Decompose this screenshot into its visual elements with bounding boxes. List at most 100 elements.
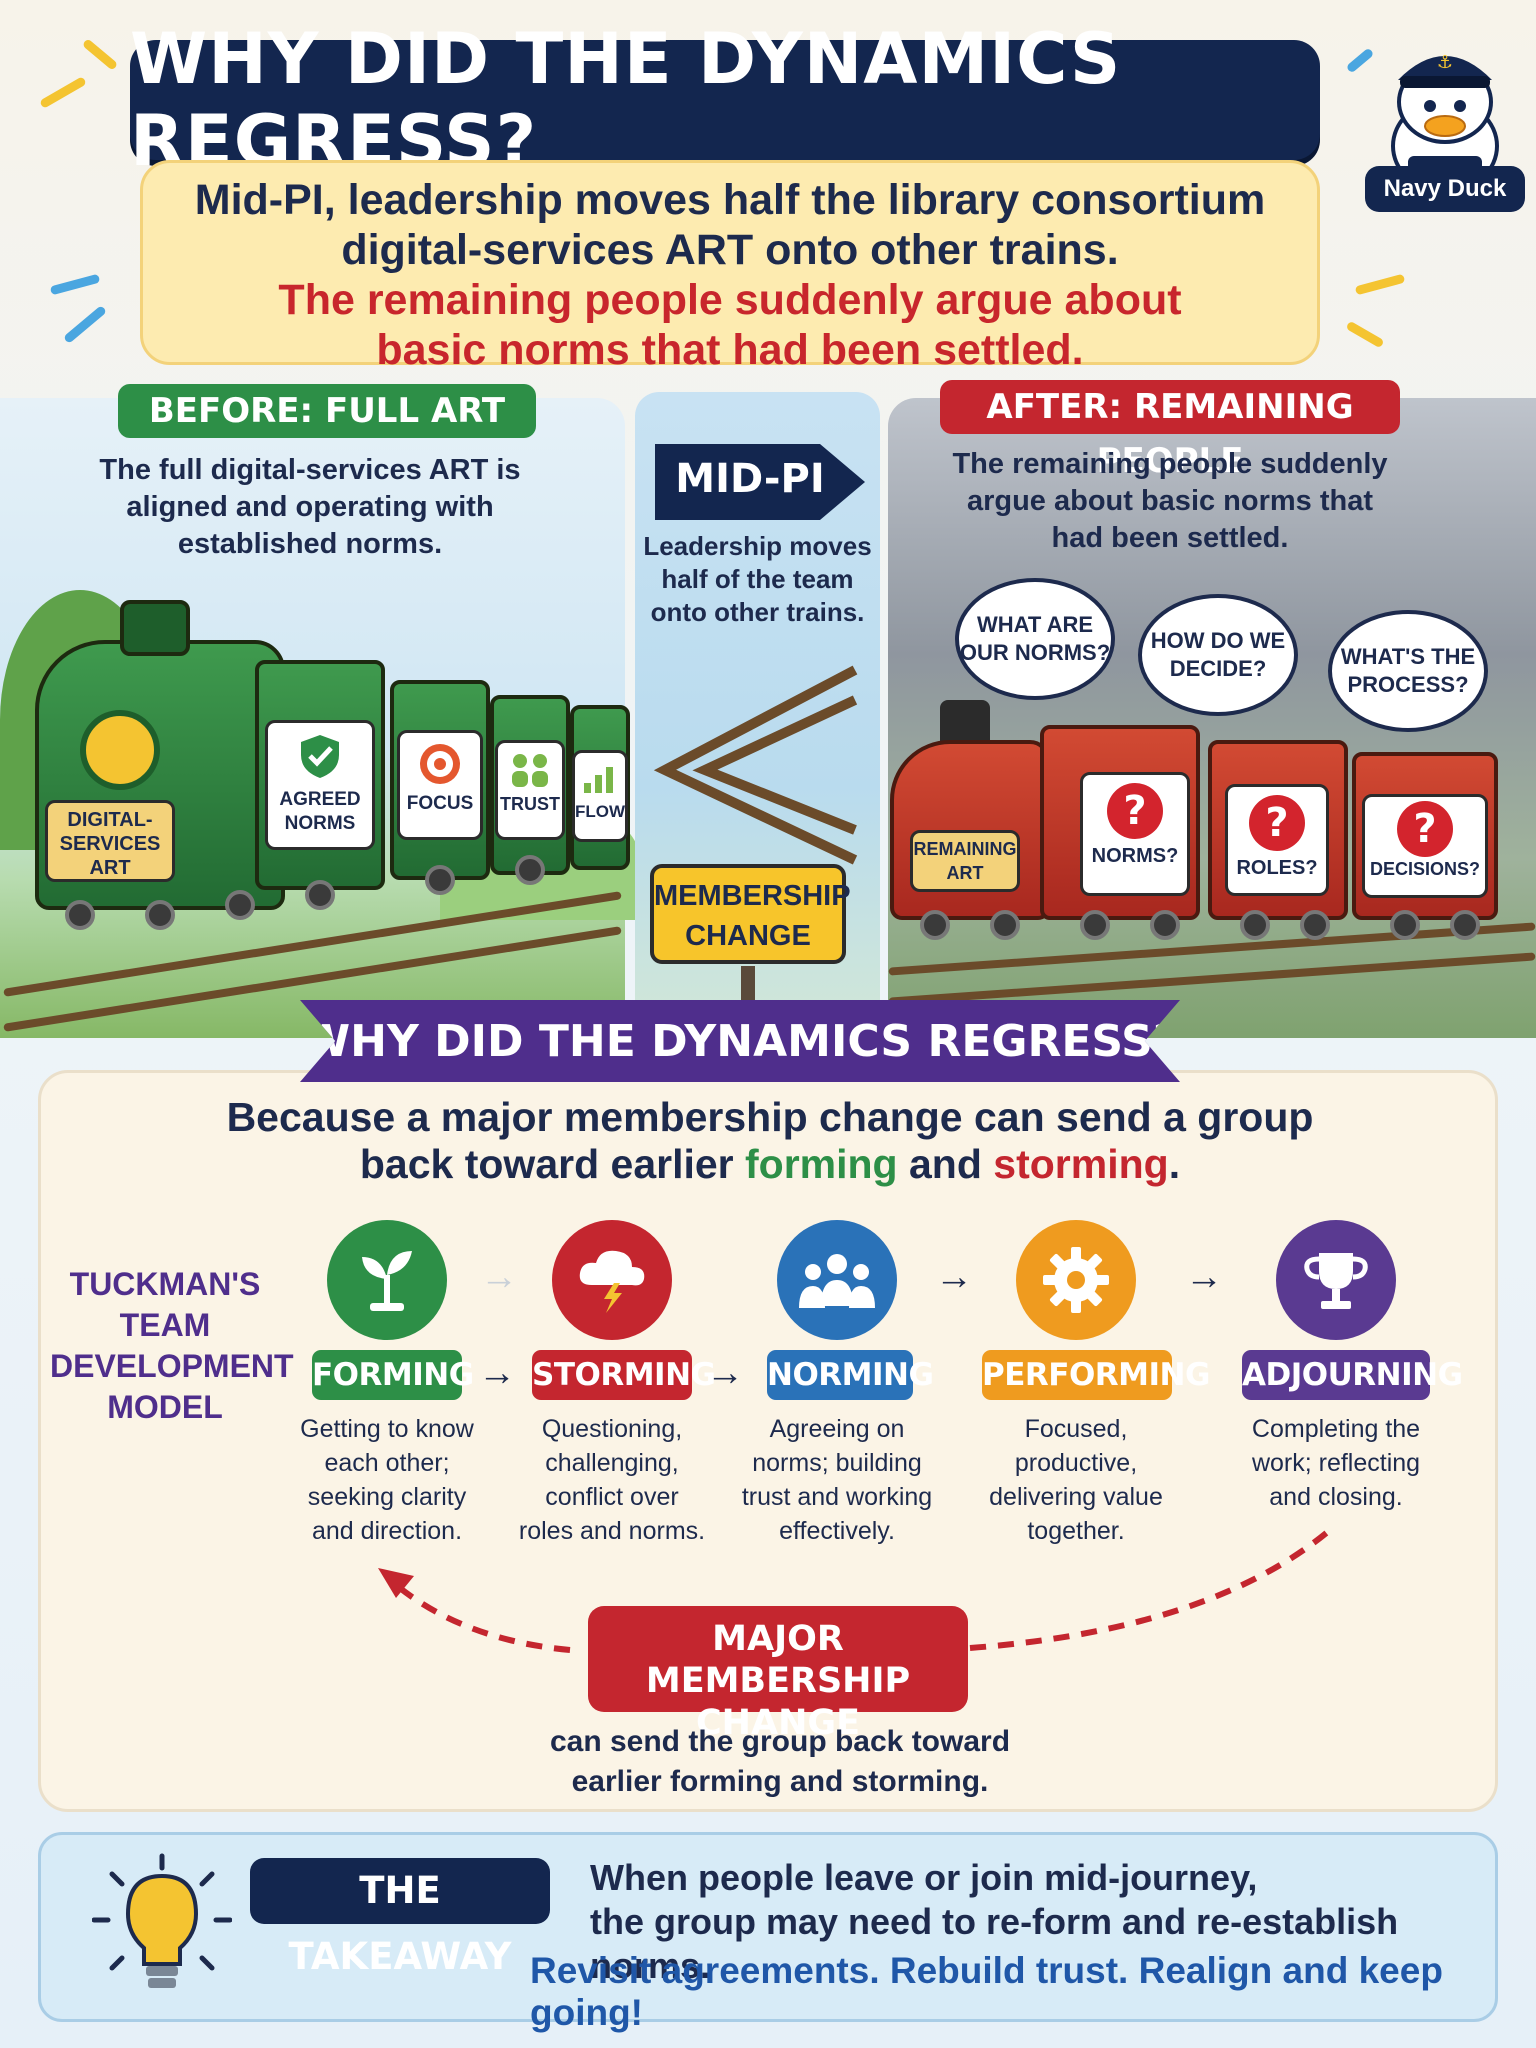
takeaway-callout: Revisit agreements. Rebuild trust. Reali… xyxy=(530,1950,1443,2033)
wheel xyxy=(515,855,545,885)
question-icon: ? xyxy=(1397,801,1453,857)
stage-desc-line: roles and norms. xyxy=(518,1517,706,1545)
stage-desc-line: Completing the xyxy=(1251,1415,1421,1443)
regression-sub-line: earlier forming and storming. xyxy=(571,1765,989,1798)
engine-label: REMAINING ART xyxy=(910,830,1020,892)
stage-desc-line: Getting to know xyxy=(300,1415,474,1443)
car-label: DECISIONS? xyxy=(1369,859,1480,879)
ray-decoration xyxy=(1345,320,1385,349)
car-card-flow: FLOW xyxy=(572,750,628,842)
takeaway-line: the group may need to re-form and re-est… xyxy=(590,1901,1399,1986)
because-fragment: and xyxy=(897,1141,994,1187)
model-title: TUCKMAN'S TEAM DEVELOPMENT MODEL xyxy=(50,1264,294,1428)
title-banner: WHY DID THE DYNAMICS REGRESS? xyxy=(130,18,1320,182)
sprout-icon xyxy=(362,1251,412,1311)
stage-desc-line: each other; xyxy=(324,1449,450,1477)
storming-stage-tag: STORMING xyxy=(532,1350,716,1400)
takeaway-tag: THE TAKEAWAY xyxy=(250,1858,550,1978)
team-icon xyxy=(799,1254,875,1308)
question-icon: ? xyxy=(1249,795,1305,851)
gear-icon xyxy=(1043,1247,1109,1313)
engine-label-line: ART xyxy=(946,863,984,883)
before-text: The full digital-services ART is aligned… xyxy=(70,452,550,563)
stage-desc-line: and closing. xyxy=(1269,1483,1403,1511)
because-fragment: . xyxy=(1168,1141,1181,1187)
bubble-line: PROCESS? xyxy=(1347,672,1469,697)
wheel xyxy=(65,900,95,930)
engine-label-line: REMAINING xyxy=(913,839,1017,859)
wheel xyxy=(1150,910,1180,940)
wheel xyxy=(1300,910,1330,940)
svg-text:⚓: ⚓ xyxy=(1437,52,1453,73)
stage-desc-line: together. xyxy=(1027,1517,1125,1545)
takeaway-text: When people leave or join mid-journey, t… xyxy=(590,1856,1490,1988)
car-card-trust: TRUST xyxy=(495,740,565,840)
speech-bubble: HOW DO WE DECIDE? xyxy=(1138,594,1298,716)
stage-desc-line: productive, xyxy=(1014,1449,1138,1477)
bubble-line: WHAT'S THE xyxy=(1340,644,1476,669)
wheel xyxy=(1240,910,1270,940)
norming-stage-icon xyxy=(777,1220,897,1340)
mid-pi-label: MID-PI xyxy=(675,456,825,502)
engine-label-line: ART xyxy=(89,857,131,879)
adjourning-stage-desc: Completing the work; reflecting and clos… xyxy=(1236,1412,1436,1514)
car-card-decisions: ? DECISIONS? xyxy=(1362,794,1488,898)
after-text-line: had been settled. xyxy=(1051,522,1289,554)
bubble-line: WHAT ARE xyxy=(976,612,1094,637)
growth-chart-icon xyxy=(584,767,613,793)
stage-desc-line: trust and working xyxy=(741,1483,933,1511)
membership-change-sign: MEMBERSHIP CHANGE xyxy=(650,864,851,964)
wheel xyxy=(225,890,255,920)
forming-stage-icon xyxy=(327,1220,447,1340)
intro-line-highlight: basic norms that had been settled. xyxy=(376,326,1084,374)
green-train: DIGITAL- SERVICES ART AGREED NORMS FOCUS… xyxy=(25,600,630,940)
stage-desc-line: work; reflecting xyxy=(1251,1449,1421,1477)
car-card-focus: FOCUS xyxy=(397,730,483,840)
car-label: ROLES? xyxy=(1236,857,1318,879)
model-title-line: MODEL xyxy=(107,1389,223,1425)
forming-highlight: forming xyxy=(745,1141,898,1187)
norming-stage-tag: NORMING xyxy=(767,1350,934,1400)
intro-line: digital-services ART onto other trains. xyxy=(341,226,1119,274)
mid-pi-text: Leadership moves half of the team onto o… xyxy=(640,530,875,629)
ray-decoration xyxy=(1354,273,1406,296)
arrow-right-icon: → xyxy=(706,1352,744,1394)
arrow-right-icon: → xyxy=(478,1352,516,1394)
ray-decoration xyxy=(49,273,101,296)
intro-line-highlight: The remaining people suddenly argue abou… xyxy=(278,276,1182,324)
ray-decoration xyxy=(62,304,108,345)
engine-label: DIGITAL- SERVICES ART xyxy=(45,800,175,882)
intro-line: Mid-PI, leadership moves half the librar… xyxy=(194,176,1266,224)
target-icon xyxy=(420,744,460,784)
question-icon: ? xyxy=(1107,783,1163,839)
mid-pi-text-line: half of the team xyxy=(661,564,854,594)
bubble-line: DECIDE? xyxy=(1169,656,1267,681)
engine-headlight xyxy=(80,710,160,790)
car-card-norms: ? NORMS? xyxy=(1080,772,1190,896)
after-tag: AFTER: REMAINING PEOPLE xyxy=(940,380,1400,481)
page-title: WHY DID THE DYNAMICS REGRESS? xyxy=(130,18,1122,182)
sign-post xyxy=(741,966,755,1006)
engine-chimney xyxy=(120,600,190,656)
mascot-label: Navy Duck xyxy=(1365,166,1525,212)
ray-decoration xyxy=(39,76,87,109)
forming-stage-desc: Getting to know each other; seeking clar… xyxy=(287,1412,487,1548)
car-label: AGREED NORMS xyxy=(279,789,361,834)
section-ribbon: WHY DID THE DYNAMICS REGRESS? xyxy=(300,1000,1180,1082)
bubble-line: HOW DO WE xyxy=(1150,628,1286,653)
lightbulb-icon xyxy=(92,1853,232,1988)
mid-pi-text-line: Leadership moves xyxy=(643,531,872,561)
engine-label-line: DIGITAL- xyxy=(67,809,153,831)
wheel xyxy=(1450,910,1480,940)
regression-label-line: CHANGE xyxy=(696,1703,860,1743)
ray-decoration xyxy=(81,38,119,71)
model-title-line: DEVELOPMENT xyxy=(50,1348,294,1384)
trophy-icon xyxy=(1304,1253,1368,1309)
wheel xyxy=(425,865,455,895)
adjourning-stage-tag: ADJOURNING xyxy=(1242,1350,1463,1400)
arrow-right-icon: → xyxy=(935,1256,973,1298)
regression-subtext: can send the group back toward earlier f… xyxy=(480,1722,1080,1802)
before-text-line: aligned and operating with xyxy=(126,491,494,523)
storming-stage-icon xyxy=(552,1220,672,1340)
